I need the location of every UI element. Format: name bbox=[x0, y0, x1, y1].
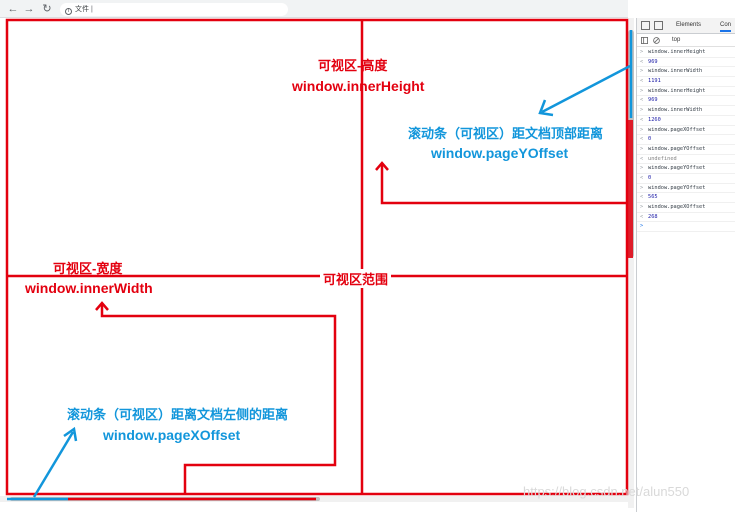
console-line: <565 bbox=[637, 193, 735, 203]
console-text: 1260 bbox=[648, 116, 661, 123]
console-line: > window.innerHeight bbox=[637, 87, 735, 97]
scroll-top-arrow bbox=[541, 64, 631, 114]
result-arrow-icon: < bbox=[640, 136, 644, 143]
prompt-chevron-icon: > bbox=[640, 87, 644, 94]
prompt-chevron-icon: > bbox=[640, 184, 644, 191]
watermark: https://blog.csdn.net/alun550 bbox=[523, 484, 690, 499]
scroll-left-arrow bbox=[32, 431, 75, 498]
console-toolbar: top bbox=[637, 35, 735, 47]
console-text: window.pageYOffset bbox=[648, 184, 706, 191]
console-text: undefined bbox=[648, 155, 677, 162]
prompt-chevron-icon: > bbox=[640, 145, 644, 152]
console-text: 1191 bbox=[648, 78, 661, 85]
scroll-top-code: window.pageYOffset bbox=[431, 145, 569, 161]
console-line: <969 bbox=[637, 58, 735, 68]
page-y-offset-bracket bbox=[380, 165, 628, 205]
scroll-left-title: 滚动条（可视区）距离文档左侧的距离 bbox=[67, 407, 289, 422]
console-text: 0 bbox=[648, 136, 652, 143]
console-line: > window.pageXOffset bbox=[637, 203, 735, 213]
console-line: > bbox=[637, 222, 735, 233]
address-separator: | bbox=[91, 6, 93, 13]
prompt-chevron-icon: > bbox=[640, 204, 644, 210]
vertical-scrollbar[interactable] bbox=[628, 18, 634, 508]
height-title: 可视区-高度 bbox=[318, 58, 388, 73]
console-text: window.innerHeight bbox=[648, 87, 706, 94]
reload-icon[interactable]: ↻ bbox=[42, 3, 52, 15]
console-text: 0 bbox=[648, 174, 652, 181]
console-line: < undefined bbox=[637, 155, 735, 165]
page-x-offset-bracket bbox=[100, 304, 337, 494]
tab-console[interactable]: Con bbox=[720, 22, 732, 32]
console-line: > window.pageYOffset bbox=[637, 184, 735, 194]
console-text: 969 bbox=[648, 58, 658, 65]
result-arrow-icon: < bbox=[640, 155, 644, 162]
forward-icon[interactable]: → bbox=[23, 3, 35, 15]
console-line: > window.innerHeight bbox=[637, 48, 735, 58]
console-text: 268 bbox=[648, 213, 658, 220]
sidebar-toggle-icon[interactable] bbox=[641, 37, 648, 44]
result-arrow-icon: < bbox=[640, 174, 644, 181]
result-arrow-icon: < bbox=[640, 213, 644, 220]
console-line: > window.innerWidth bbox=[637, 106, 735, 116]
devtools-tabs: Elements Con bbox=[637, 18, 735, 34]
devtools-panel: Elements Con top > window.innerHeight <969… bbox=[636, 18, 735, 512]
tab-elements[interactable]: Elements bbox=[676, 22, 702, 28]
console-line: <969 bbox=[637, 96, 735, 107]
scroll-top-title: 滚动条（可视区）距文档顶部距离 bbox=[408, 126, 604, 141]
console-text: window.innerWidth bbox=[648, 107, 703, 114]
device-toolbar-icon[interactable] bbox=[654, 21, 663, 30]
scroll-left-code: window.pageXOffset bbox=[103, 427, 241, 443]
prompt-chevron-icon: > bbox=[640, 68, 644, 75]
console-text: window.pageXOffset bbox=[648, 126, 706, 133]
console-text: window.innerWidth bbox=[648, 68, 703, 75]
address-label: 文件 bbox=[75, 6, 89, 13]
prompt-chevron-icon: > bbox=[640, 126, 644, 133]
console-line: <1260 bbox=[637, 116, 735, 126]
inspect-icon[interactable] bbox=[641, 21, 650, 30]
console-output: >window.innerHeight<969>window.innerWidt… bbox=[637, 48, 735, 233]
console-line: <0 bbox=[637, 135, 735, 145]
console-line: > window.pageYOffset bbox=[637, 145, 735, 155]
info-icon[interactable]: i bbox=[65, 8, 72, 15]
console-line: <268 bbox=[637, 213, 735, 223]
console-text: window.innerHeight bbox=[648, 49, 706, 55]
console-text: window.pageYOffset bbox=[648, 165, 706, 172]
viewport-outline bbox=[5, 18, 629, 496]
width-code: window.innerWidth bbox=[25, 280, 153, 296]
console-line: > window.pageYOffset bbox=[637, 164, 735, 174]
console-text: 565 bbox=[648, 194, 658, 201]
console-line: <0 bbox=[637, 174, 735, 184]
clear-console-icon[interactable] bbox=[653, 37, 660, 44]
width-title: 可视区-宽度 bbox=[53, 261, 123, 276]
console-text: window.pageXOffset bbox=[648, 204, 706, 210]
console-text: window.pageYOffset bbox=[648, 145, 706, 152]
scroll-thumb-highlight bbox=[628, 120, 633, 258]
scroll-top-arrowhead bbox=[538, 99, 554, 117]
prompt-chevron-icon: > bbox=[640, 107, 644, 114]
console-line: <1191 bbox=[637, 77, 735, 87]
page-y-offset-arrowhead bbox=[375, 161, 389, 171]
range-label: 可视区范围 bbox=[320, 269, 392, 288]
console-line: > window.pageXOffset bbox=[637, 126, 735, 136]
result-arrow-icon: < bbox=[640, 58, 644, 65]
page-x-offset-arrowhead bbox=[95, 301, 109, 311]
scroll-left-arrowhead bbox=[63, 426, 78, 442]
result-arrow-icon: < bbox=[640, 116, 644, 123]
prompt-chevron-icon: > bbox=[640, 223, 644, 230]
prompt-chevron-icon: > bbox=[640, 49, 644, 55]
console-line: > window.innerWidth bbox=[637, 67, 735, 78]
console-text: 969 bbox=[648, 97, 658, 104]
context-selector[interactable]: top bbox=[672, 37, 681, 43]
result-arrow-icon: < bbox=[640, 78, 644, 85]
prompt-chevron-icon: > bbox=[640, 165, 644, 172]
back-icon[interactable]: ← bbox=[7, 3, 19, 15]
height-code: window.innerHeight bbox=[292, 78, 425, 94]
result-arrow-icon: < bbox=[640, 194, 644, 201]
page-viewport bbox=[0, 18, 628, 498]
result-arrow-icon: < bbox=[640, 97, 644, 104]
